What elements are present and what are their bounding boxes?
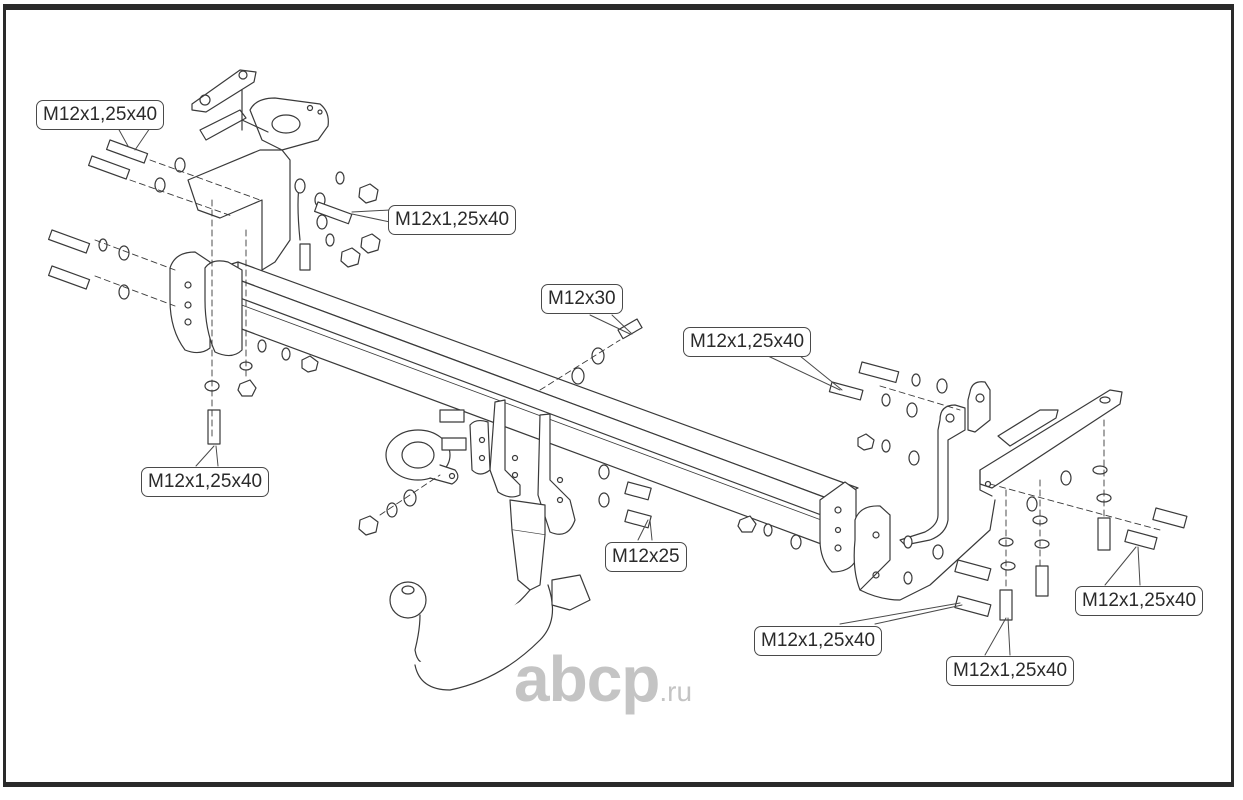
watermark-tld: .ru	[659, 676, 693, 707]
left-mounting-plate	[169, 251, 243, 357]
callout-label: M12x1,25x40	[141, 467, 270, 497]
hitch-brackets	[469, 399, 576, 535]
callout-leaders	[117, 127, 1141, 656]
callout-label: M12x1,25x40	[683, 327, 812, 357]
right-strap	[979, 389, 1123, 497]
socket-plate	[385, 429, 459, 485]
right-mounting-plate	[819, 481, 996, 601]
callout-label: M12x1,25x40	[36, 100, 165, 130]
callout-label: M12x25	[605, 542, 687, 572]
callout-label: M12x30	[541, 284, 623, 314]
callout-label: M12x1,25x40	[946, 656, 1075, 686]
callout-label: M12x1,25x40	[388, 205, 517, 235]
watermark-main: abcp	[514, 643, 660, 715]
callout-label: M12x1,25x40	[1075, 586, 1204, 616]
assembly-axis-lines	[94, 159, 1161, 591]
left-upper-bracket	[187, 69, 329, 271]
callout-label: M12x1,25x40	[754, 626, 883, 656]
towball-neck	[389, 499, 591, 691]
fasteners	[47, 139, 1188, 621]
watermark-logo: abcp.ru	[514, 647, 692, 724]
